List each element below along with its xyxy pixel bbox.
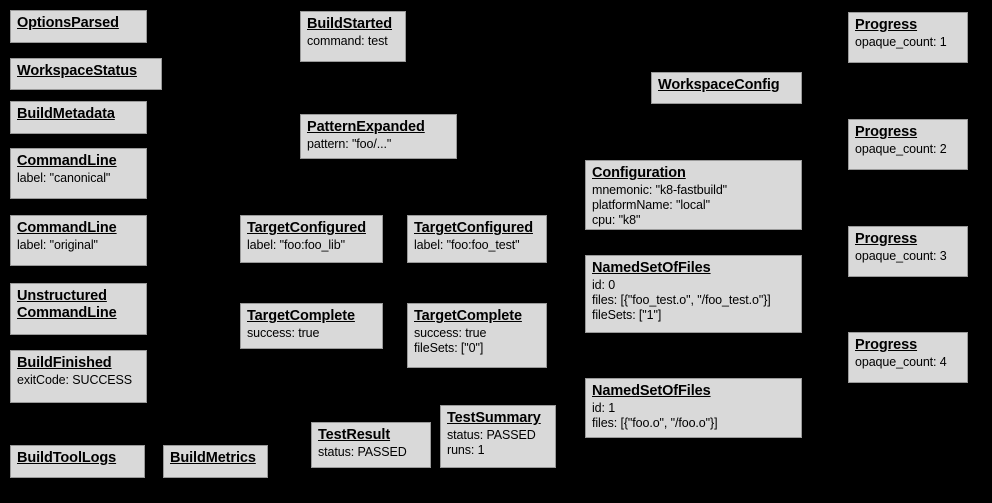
node-title: Progress — [855, 17, 918, 33]
node-configuration[interactable]: Configuration mnemonic: "k8-fastbuild"pla… — [585, 160, 802, 230]
node-title: BuildMetadata — [17, 106, 115, 122]
node-workspace-status[interactable]: WorkspaceStatus — [10, 58, 162, 90]
node-title: BuildMetrics — [170, 450, 256, 466]
node-field: cpu: "k8" — [592, 212, 641, 227]
node-field: opaque_count: 1 — [855, 35, 947, 50]
node-field: opaque_count: 2 — [855, 142, 947, 157]
node-title: Unstructured CommandLine — [17, 288, 117, 322]
node-progress-4[interactable]: Progress opaque_count: 4 — [848, 332, 968, 383]
node-field: opaque_count: 3 — [855, 249, 947, 264]
node-title: CommandLine — [17, 153, 117, 169]
node-title: Configuration — [592, 165, 686, 181]
node-field: label: "foo:foo_test" — [414, 238, 520, 253]
node-field: success: true — [247, 326, 320, 341]
node-field: exitCode: SUCCESS — [17, 373, 133, 388]
node-title: TestResult — [318, 427, 391, 443]
node-field: mnemonic: "k8-fastbuild" — [592, 183, 728, 198]
node-title: NamedSetOfFiles — [592, 260, 711, 276]
node-progress-2[interactable]: Progress opaque_count: 2 — [848, 119, 968, 170]
node-build-finished[interactable]: BuildFinished exitCode: SUCCESS — [10, 350, 147, 403]
node-field: pattern: "foo/..." — [307, 137, 392, 152]
node-progress-3[interactable]: Progress opaque_count: 3 — [848, 226, 968, 277]
node-title: BuildToolLogs — [17, 450, 117, 466]
node-workspace-config[interactable]: WorkspaceConfig — [651, 72, 802, 104]
node-title: TestSummary — [447, 410, 541, 426]
node-title: BuildStarted — [307, 16, 393, 32]
node-field: id: 1 — [592, 401, 616, 416]
node-title: Progress — [855, 231, 918, 247]
node-field: success: true — [414, 326, 487, 341]
node-pattern-expanded[interactable]: PatternExpanded pattern: "foo/..." — [300, 114, 457, 159]
node-field: status: PASSED — [447, 428, 536, 443]
node-field: label: "canonical" — [17, 171, 111, 186]
node-build-metrics[interactable]: BuildMetrics — [163, 445, 268, 478]
node-build-started[interactable]: BuildStarted command: test — [300, 11, 406, 62]
node-options-parsed[interactable]: OptionsParsed — [10, 10, 147, 43]
node-field: id: 0 — [592, 278, 616, 293]
node-title: NamedSetOfFiles — [592, 383, 711, 399]
node-field: platformName: "local" — [592, 197, 710, 212]
node-command-line-original[interactable]: CommandLine label: "original" — [10, 215, 147, 266]
node-field: command: test — [307, 34, 388, 49]
node-command-line-canonical[interactable]: CommandLine label: "canonical" — [10, 148, 147, 199]
node-field: runs: 1 — [447, 442, 485, 457]
node-target-configured-foo-lib[interactable]: TargetConfigured label: "foo:foo_lib" — [240, 215, 383, 263]
node-title: OptionsParsed — [17, 15, 119, 31]
node-test-result[interactable]: TestResult status: PASSED — [311, 422, 431, 468]
node-target-complete-foo-lib[interactable]: TargetComplete success: true — [240, 303, 383, 349]
node-field: opaque_count: 4 — [855, 355, 947, 370]
node-title: Progress — [855, 337, 918, 353]
node-title: TargetComplete — [247, 308, 355, 324]
node-title: TargetConfigured — [414, 220, 533, 236]
node-field: files: [{"foo_test.o", "/foo_test.o"}] — [592, 292, 771, 307]
node-title: WorkspaceConfig — [658, 77, 780, 93]
node-title: Progress — [855, 124, 918, 140]
node-build-metadata[interactable]: BuildMetadata — [10, 101, 147, 134]
node-unstructured-command-line[interactable]: Unstructured CommandLine — [10, 283, 147, 335]
node-field: fileSets: ["1"] — [592, 307, 662, 322]
node-build-tool-logs[interactable]: BuildToolLogs — [10, 445, 145, 478]
node-field: status: PASSED — [318, 445, 407, 460]
node-target-configured-foo-test[interactable]: TargetConfigured label: "foo:foo_test" — [407, 215, 547, 263]
node-title: BuildFinished — [17, 355, 112, 371]
node-field: files: [{"foo.o", "/foo.o"}] — [592, 415, 718, 430]
node-title: TargetComplete — [414, 308, 522, 324]
node-field: fileSets: ["0"] — [414, 340, 484, 355]
node-progress-1[interactable]: Progress opaque_count: 1 — [848, 12, 968, 63]
node-field: label: "original" — [17, 238, 98, 253]
node-title: PatternExpanded — [307, 119, 425, 135]
node-title: WorkspaceStatus — [17, 63, 137, 79]
node-field: label: "foo:foo_lib" — [247, 238, 345, 253]
node-title: CommandLine — [17, 220, 117, 236]
node-title: TargetConfigured — [247, 220, 366, 236]
